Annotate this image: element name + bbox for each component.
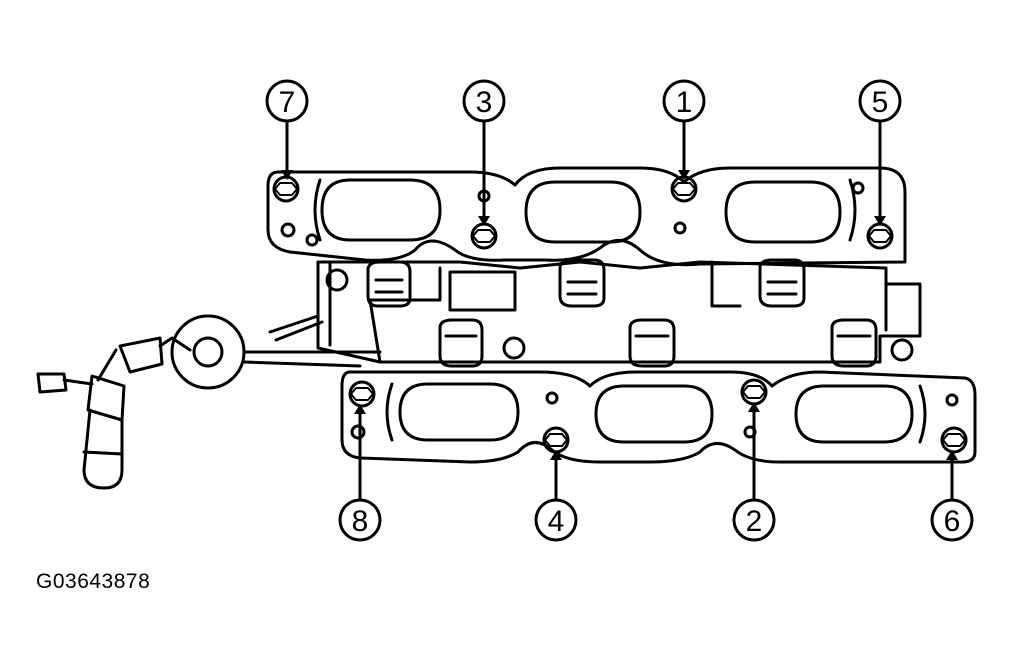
fuel-injectors-lower (438, 318, 878, 368)
callout-5-label: 5 (872, 86, 889, 119)
callout-5: 5 (858, 79, 902, 123)
callout-1: 1 (662, 79, 706, 123)
lower-port-3 (794, 384, 914, 444)
callout-7-label: 7 (279, 86, 296, 119)
callout-7: 7 (265, 79, 309, 123)
lower-port-1 (398, 382, 520, 442)
upper-port-2 (524, 180, 642, 244)
upper-port-3 (724, 180, 842, 244)
bolt-8 (348, 380, 376, 408)
callout-4: 4 (534, 498, 578, 542)
callout-3: 3 (462, 79, 506, 123)
sensor-connector (36, 314, 382, 490)
upper-port-1 (320, 178, 442, 242)
bolt-5 (866, 222, 894, 250)
figure-id: G03643878 (36, 570, 151, 593)
bolt-6 (940, 426, 968, 454)
throttle-bracket (448, 270, 517, 312)
callout-3-label: 3 (476, 86, 493, 119)
upper-manifold-gasket (266, 166, 907, 267)
bolt-3 (470, 222, 498, 250)
callout-8: 8 (338, 498, 382, 542)
bolt-2 (740, 378, 768, 406)
bolt-7 (272, 175, 300, 203)
lower-manifold-gasket (340, 370, 977, 464)
callout-4-label: 4 (548, 505, 565, 538)
callout-2: 2 (732, 498, 776, 542)
bolt-4 (542, 426, 570, 454)
manifold-body (316, 260, 922, 364)
callout-8-label: 8 (352, 505, 369, 538)
callout-2-label: 2 (746, 505, 763, 538)
callout-6-label: 6 (944, 505, 961, 538)
lower-port-2 (594, 384, 714, 444)
callout-1-label: 1 (676, 86, 693, 119)
callout-6: 6 (930, 498, 974, 542)
